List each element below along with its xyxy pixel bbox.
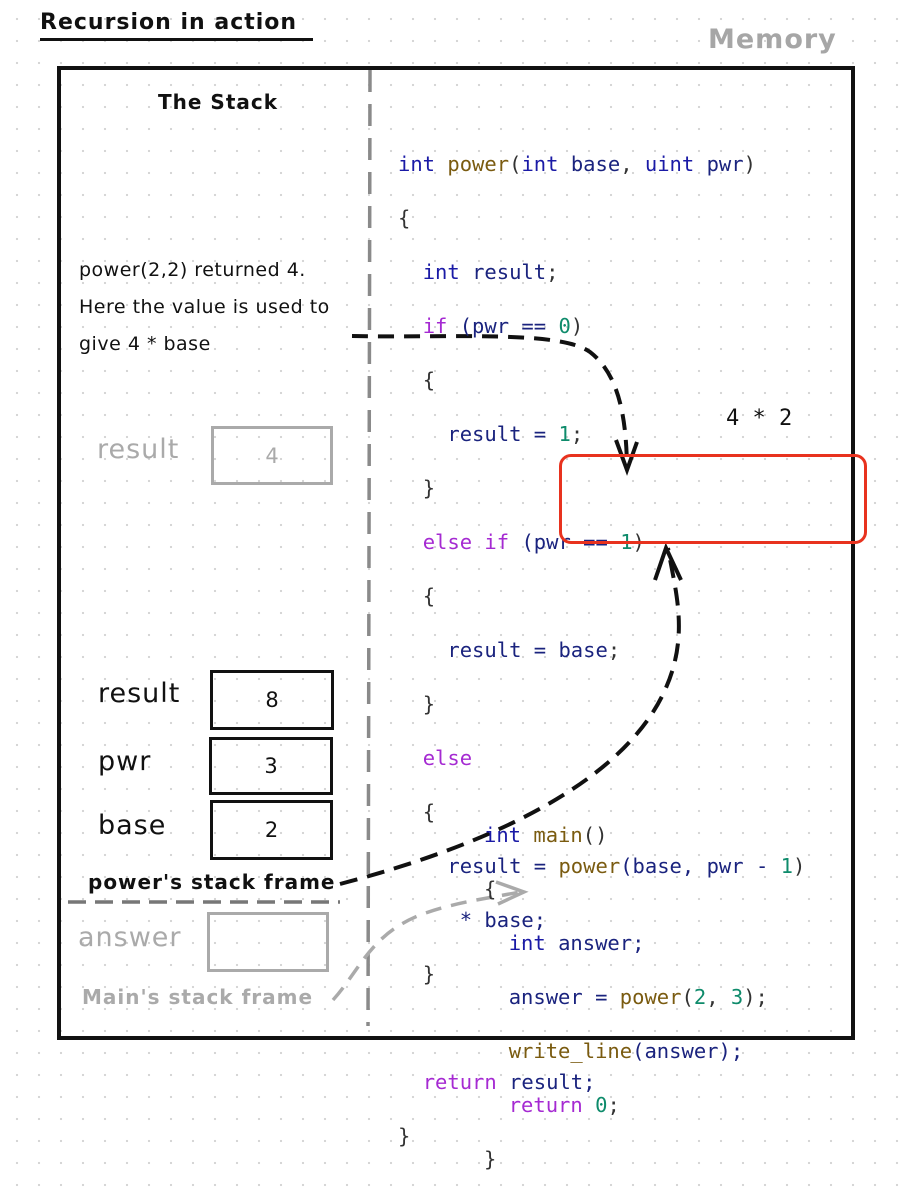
frame-to-call-arrowhead xyxy=(653,542,683,581)
diagram-title: Recursion in action xyxy=(40,10,298,35)
frame-result-cell: 8 xyxy=(210,670,334,730)
code-line: answer = power(2, 3); xyxy=(508,985,768,1009)
code-line: { xyxy=(422,368,436,392)
frame-pwr-label: pwr xyxy=(98,746,152,777)
code-line: { xyxy=(484,877,497,901)
code-line: int answer; xyxy=(508,931,645,955)
code-line: } xyxy=(422,476,436,500)
frame-to-call-arrow xyxy=(339,547,681,886)
recursive-call-highlight xyxy=(559,454,867,544)
frame-result-label: result xyxy=(98,678,181,709)
main-frame-caption: Main's stack frame xyxy=(82,985,314,1009)
main-function-code: int main() { int answer; answer = power(… xyxy=(484,795,768,1200)
prev-result-cell: 4 xyxy=(211,426,333,485)
stack-divider xyxy=(366,69,372,1027)
stack-title: The Stack xyxy=(158,90,279,114)
power-frame-caption: power's stack frame xyxy=(88,870,336,894)
frame-base-cell: 2 xyxy=(210,800,333,860)
code-line: write_line(answer); xyxy=(508,1039,744,1063)
code-line: * base; xyxy=(459,908,547,932)
code-line: } xyxy=(484,1147,497,1171)
code-line: { xyxy=(422,584,436,608)
frame-base-label: base xyxy=(98,810,167,841)
code-line: int result; xyxy=(422,260,559,284)
multiplication-annotation: 4 * 2 xyxy=(726,406,793,431)
frame-pwr-cell: 3 xyxy=(209,737,333,795)
code-line: result = power(base, pwr - 1) xyxy=(447,854,806,878)
code-line: else if (pwr == 1) xyxy=(422,530,645,554)
code-line: result = base; xyxy=(447,638,621,662)
diagram-lines xyxy=(68,69,683,1027)
code-line: result = 1; xyxy=(447,422,584,446)
code-line: int power(int base, uint pwr) xyxy=(398,152,756,176)
return-value-arrowhead xyxy=(614,439,639,476)
code-line: return 0; xyxy=(508,1093,620,1117)
code-line: { xyxy=(422,800,436,824)
main-call-arrowhead xyxy=(495,880,529,906)
answer-cell xyxy=(207,912,329,972)
code-line: { xyxy=(398,206,411,230)
main-call-arrow xyxy=(331,890,521,1002)
code-line: int main() xyxy=(484,823,608,847)
answer-label: answer xyxy=(78,922,182,953)
memory-box xyxy=(57,66,855,1040)
code-line: } xyxy=(422,692,436,716)
title-underline xyxy=(40,38,313,41)
prev-result-label: result xyxy=(97,434,180,465)
memory-label: Memory xyxy=(708,24,837,55)
code-line: } xyxy=(422,962,436,986)
code-line: else xyxy=(422,746,473,770)
return-note: power(2,2) returned 4. Here the value is… xyxy=(79,259,330,355)
return-value-arrow xyxy=(351,334,629,466)
code-line: if (pwr == 0) xyxy=(422,314,584,338)
